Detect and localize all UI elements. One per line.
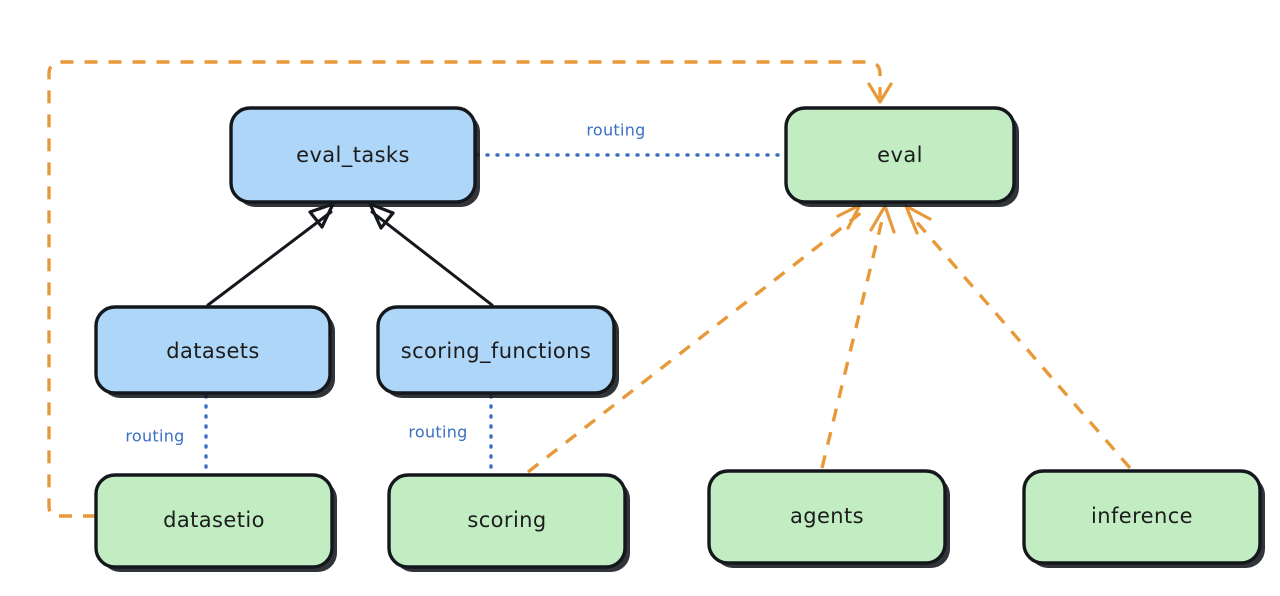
node-eval-tasks-label: eval_tasks [296, 143, 410, 168]
edge-inference-eval [904, 204, 1132, 470]
node-eval-shape [784, 106, 1016, 204]
node-datasets-shape [94, 305, 332, 395]
node-scoring-shape [387, 473, 627, 569]
node-scoring-functions-label: scoring_functions [401, 339, 591, 364]
node-scoring-functions-shape [376, 305, 616, 395]
edge-group-inheritance [206, 202, 494, 307]
node-agents[interactable]: agents [707, 469, 950, 568]
node-eval[interactable]: eval [784, 106, 1019, 207]
node-inference-shape [1022, 469, 1262, 565]
node-inference[interactable]: inference [1022, 469, 1265, 568]
edge-group-routing [204, 153, 786, 475]
node-datasets[interactable]: datasets [94, 305, 335, 398]
node-eval-tasks[interactable]: eval_tasks [229, 106, 480, 207]
edge-label-routing-left: routing [125, 427, 184, 446]
edge-label-routing-mid: routing [408, 423, 467, 442]
node-scoring-functions[interactable]: scoring_functions [376, 305, 619, 398]
edge-datasets-eval-tasks [206, 202, 335, 307]
edge-scoring-functions-eval-tasks [368, 202, 494, 307]
node-datasets-label: datasets [166, 339, 260, 363]
node-inference-label: inference [1091, 504, 1193, 528]
edge-datasetio-eval [47, 60, 893, 518]
node-datasetio[interactable]: datasetio [94, 473, 337, 572]
node-scoring-label: scoring [467, 508, 546, 532]
edge-label-group: routing routing routing [125, 121, 645, 446]
node-agents-label: agents [790, 504, 864, 528]
edge-agents-eval [820, 204, 896, 469]
node-eval-tasks-shape [229, 106, 477, 204]
node-eval-label: eval [877, 143, 923, 167]
node-agents-shape [707, 469, 947, 565]
node-scoring[interactable]: scoring [387, 473, 630, 572]
node-datasetio-shape [94, 473, 334, 569]
node-datasetio-label: datasetio [163, 508, 265, 532]
edge-label-routing-top: routing [586, 121, 645, 140]
